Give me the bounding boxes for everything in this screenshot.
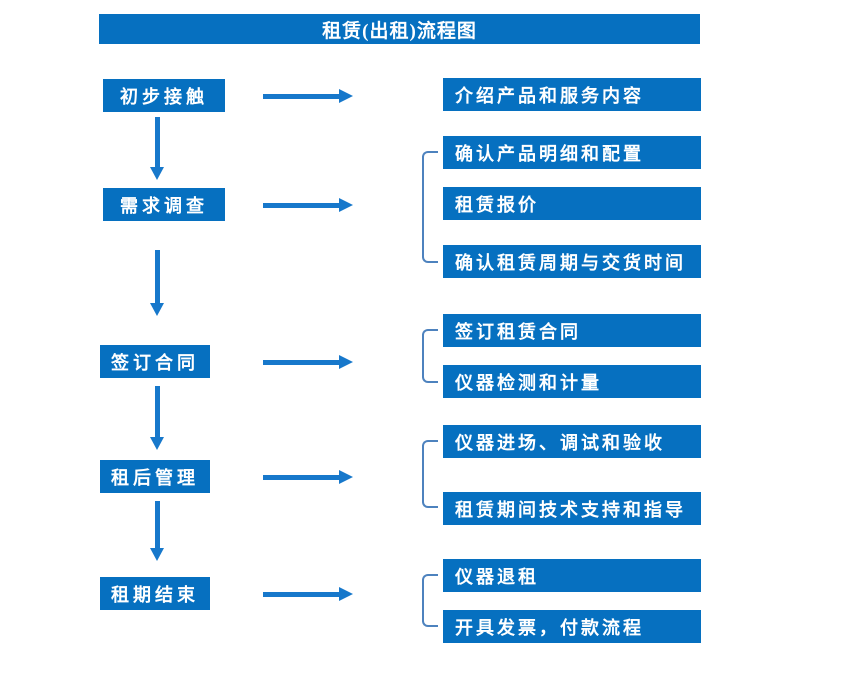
output-box-instrument-testing: 仪器检测和计量 bbox=[443, 365, 701, 398]
right-arrow-head-icon bbox=[339, 470, 353, 484]
right-arrow-shaft bbox=[263, 359, 340, 365]
right-arrow-shaft bbox=[263, 202, 340, 208]
page-title: 租赁(出租)流程图 bbox=[99, 14, 700, 44]
down-arrow-4 bbox=[150, 501, 164, 561]
output-box-invoice-payment: 开具发票，付款流程 bbox=[443, 610, 701, 643]
right-arrow-5 bbox=[263, 587, 353, 601]
group-bracket-needs-survey bbox=[422, 151, 438, 263]
stage-box-post-rental-mgmt: 租后管理 bbox=[100, 460, 210, 493]
output-box-instrument-setup: 仪器进场、调试和验收 bbox=[443, 425, 701, 458]
right-arrow-head-icon bbox=[339, 198, 353, 212]
output-box-sign-rental-contract: 签订租赁合同 bbox=[443, 314, 701, 347]
output-box-introduce-products: 介绍产品和服务内容 bbox=[443, 78, 701, 111]
down-arrow-shaft bbox=[154, 386, 160, 438]
stage-box-initial-contact: 初步接触 bbox=[103, 79, 225, 112]
down-arrow-2 bbox=[150, 250, 164, 316]
down-arrow-head-icon bbox=[150, 167, 164, 180]
output-box-tech-support: 租赁期间技术支持和指导 bbox=[443, 492, 701, 525]
group-bracket-post-rental-mgmt bbox=[422, 440, 438, 508]
stage-box-needs-survey: 需求调查 bbox=[103, 188, 225, 221]
stage-box-lease-end: 租期结束 bbox=[100, 577, 210, 610]
right-arrow-4 bbox=[263, 470, 353, 484]
down-arrow-head-icon bbox=[150, 548, 164, 561]
down-arrow-shaft bbox=[154, 117, 160, 168]
group-bracket-lease-end bbox=[422, 574, 438, 627]
output-box-instrument-return: 仪器退租 bbox=[443, 559, 701, 592]
right-arrow-shaft bbox=[263, 474, 340, 480]
output-box-rental-quote: 租赁报价 bbox=[443, 187, 701, 220]
right-arrow-head-icon bbox=[339, 89, 353, 103]
right-arrow-2 bbox=[263, 198, 353, 212]
right-arrow-shaft bbox=[263, 93, 340, 99]
right-arrow-1 bbox=[263, 89, 353, 103]
down-arrow-shaft bbox=[154, 250, 160, 304]
down-arrow-head-icon bbox=[150, 437, 164, 450]
down-arrow-shaft bbox=[154, 501, 160, 549]
right-arrow-3 bbox=[263, 355, 353, 369]
down-arrow-1 bbox=[150, 117, 164, 180]
right-arrow-head-icon bbox=[339, 587, 353, 601]
down-arrow-head-icon bbox=[150, 303, 164, 316]
stage-box-sign-contract: 签订合同 bbox=[100, 345, 210, 378]
output-box-confirm-details: 确认产品明细和配置 bbox=[443, 136, 701, 169]
right-arrow-shaft bbox=[263, 591, 340, 597]
down-arrow-3 bbox=[150, 386, 164, 450]
group-bracket-sign-contract bbox=[422, 329, 438, 383]
output-box-confirm-period: 确认租赁周期与交货时间 bbox=[443, 245, 701, 278]
right-arrow-head-icon bbox=[339, 355, 353, 369]
